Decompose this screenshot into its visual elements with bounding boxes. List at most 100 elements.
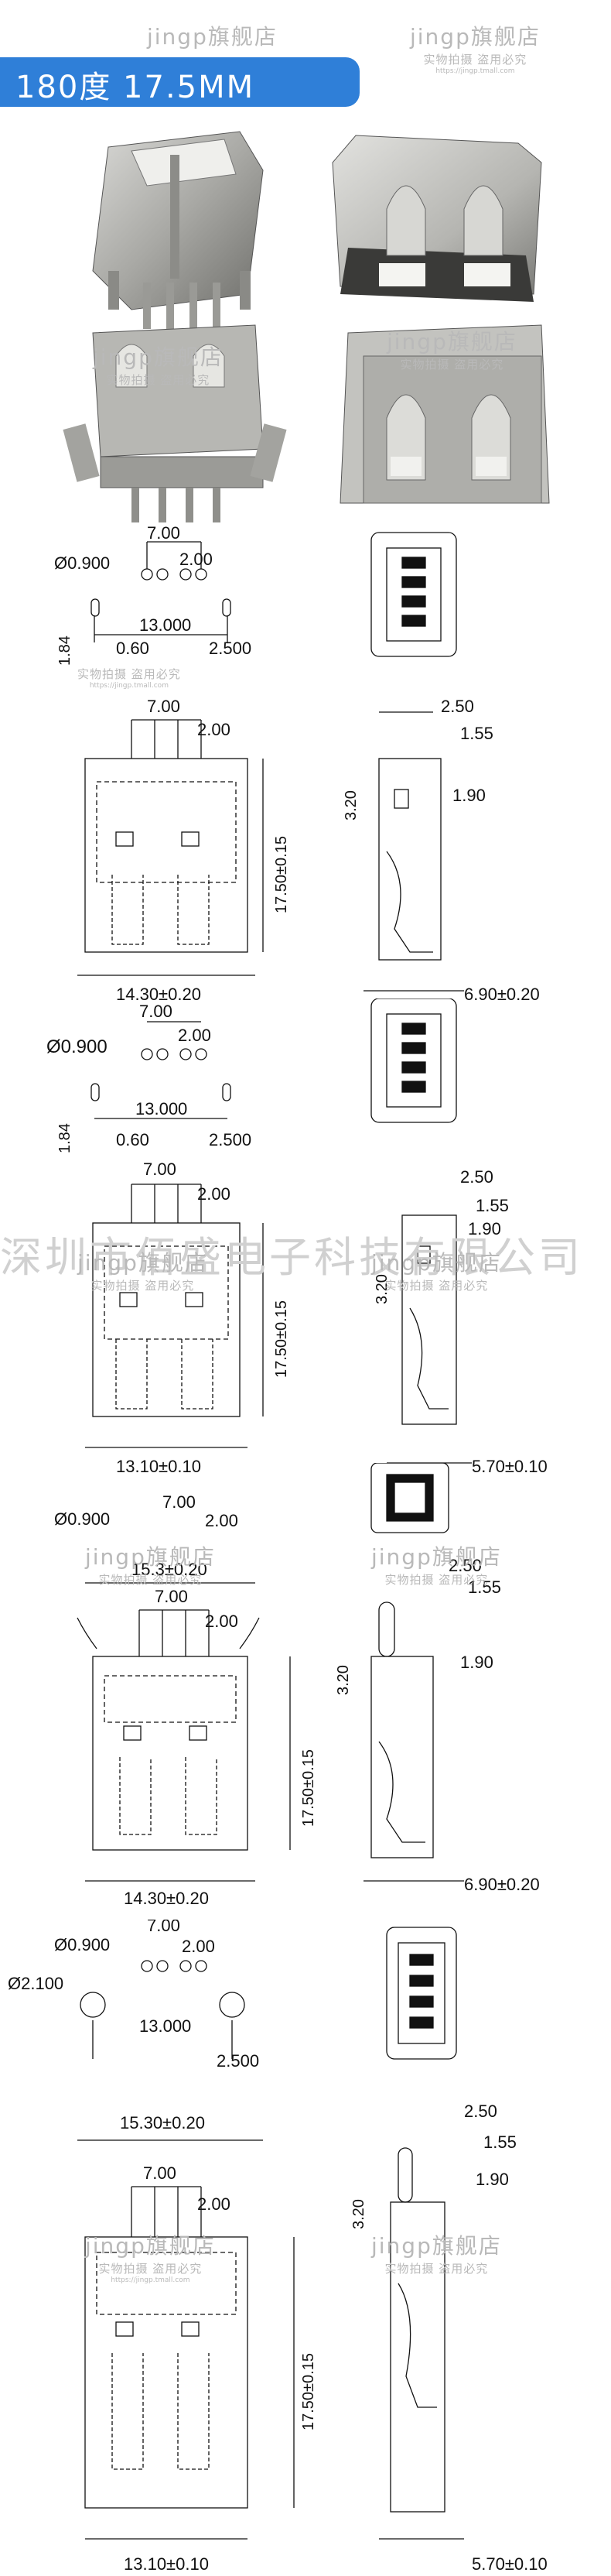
watermark-slogan-text: 实物拍摄 盗用必究 (98, 1573, 203, 1587)
dim-pitch-outer: 7.00 (147, 526, 180, 543)
watermark-brand-text: jingp旗舰店 (147, 24, 278, 50)
photo-connector-back-left (63, 324, 287, 522)
dim-front-pitch-outer: 7.00 (147, 697, 180, 716)
dim-hole-diameter: Ø0.900 (54, 1509, 110, 1529)
company-watermark: 深圳市佰盛电子科技有限公司 (0, 1233, 583, 1282)
dim-span: 13.000 (135, 1099, 187, 1118)
dim-side-d4: 3.20 (343, 790, 360, 820)
dim-front-width: 13.10±0.10 (124, 2554, 209, 2574)
watermark-drawing-4: jingp旗舰店 实物拍摄 盗用必究 https://jingp.tmall.c… (85, 2229, 216, 2284)
dim-side-d3: 1.90 (476, 2170, 509, 2189)
watermark-brand-right: jingp旗舰店 实物拍摄 盗用必究 https://jingp.tmall.c… (410, 20, 541, 75)
dim-side-d1: 2.50 (449, 1556, 482, 1575)
title-text: 180度 17.5MM (15, 70, 255, 105)
dim-front-pitch-inner: 2.00 (197, 720, 230, 739)
dim-front-top-width: 15.3±0.20 (131, 1560, 207, 1579)
dim-front-height: 17.50±0.15 (273, 836, 290, 913)
photo-connector-front-left (92, 131, 264, 329)
dim-side-d2: 1.55 (476, 1196, 509, 1215)
side-view-3: 2.50 1.55 1.90 3.20 6.90±0.20 (335, 1556, 540, 1894)
photo-connector-front-right (332, 135, 542, 302)
drawing-set-1: Ø0.900 7.00 2.00 13.000 0.60 2.500 1.84 … (54, 526, 540, 1004)
dim-side-d2: 1.55 (460, 724, 493, 743)
dim-post-diameter: Ø2.100 (8, 1974, 63, 1993)
dim-post-span: 2.500 (209, 1130, 251, 1149)
dim-front-width: 14.30±0.20 (124, 1889, 209, 1908)
dim-side-d1: 2.50 (460, 1167, 493, 1187)
dim-pitch-inner: 2.00 (179, 550, 213, 569)
watermark-brand-text: jingp旗舰店 (410, 24, 541, 50)
dim-side-d1: 2.50 (464, 2102, 497, 2121)
watermark-drawing-2-right: jingp旗舰店 实物拍摄 盗用必究 (371, 1246, 502, 1293)
watermark-url-text: https://jingp.tmall.com (111, 2276, 190, 2284)
watermark-brand-text: jingp旗舰店 (371, 1544, 502, 1570)
watermark-drawing-2: jingp旗舰店 实物拍摄 盗用必究 (77, 1246, 208, 1293)
watermark-slogan-text: 实物拍摄 盗用必究 (90, 1279, 195, 1293)
dim-side-width: 6.90±0.20 (464, 1875, 540, 1894)
side-view-1: 2.50 1.55 1.90 3.20 6.90±0.20 (343, 697, 540, 1004)
watermark-slogan-text: 实物拍摄 盗用必究 (106, 373, 210, 387)
dim-front-pitch-outer: 7.00 (143, 2163, 176, 2183)
photo-connector-back-right (340, 324, 550, 504)
watermark-brand-text: jingp旗舰店 (85, 2233, 216, 2259)
watermark-drawing-3-right: jingp旗舰店 实物拍摄 盗用必究 (371, 1540, 502, 1588)
dim-post-span: 2.500 (217, 2051, 259, 2071)
side-view-2: 2.50 1.55 1.90 3.20 5.70±0.10 (374, 1167, 548, 1476)
pad-layout-1: Ø0.900 7.00 2.00 13.000 0.60 2.500 1.84 (54, 526, 251, 666)
front-view-1: 7.00 2.00 17.50±0.15 14.30±0.20 (77, 697, 290, 1004)
dim-front-pitch-inner: 2.00 (197, 2194, 230, 2214)
watermark-brand-left: jingp旗舰店 (147, 20, 278, 51)
watermark-brand-text: jingp旗舰店 (77, 1250, 208, 1276)
dim-offset: 0.60 (116, 639, 149, 658)
watermark-drawing-4-right: jingp旗舰店 实物拍摄 盗用必究 (371, 2229, 502, 2276)
dim-hole-diameter: Ø0.900 (54, 1935, 110, 1954)
dim-front-width: 13.10±0.10 (116, 1457, 201, 1476)
dim-hole-diameter: Ø0.900 (46, 1036, 108, 1057)
watermark-slogan-text: 实物拍摄 盗用必究 (423, 53, 527, 67)
end-view-1 (370, 532, 457, 657)
dim-row: 1.84 (56, 635, 73, 666)
pad-layout-2: Ø0.900 7.00 2.00 13.000 0.60 2.500 1.84 (46, 1002, 251, 1153)
drawing-set-3: Ø0.900 7.00 2.00 15.3±0.20 7.00 2.00 17.… (54, 1463, 540, 1908)
dim-side-d4: 3.20 (350, 2199, 367, 2229)
watermark-drawing-1: 实物拍摄 盗用必究 https://jingp.tmall.com (77, 666, 181, 690)
dim-pitch-outer: 7.00 (162, 1492, 196, 1512)
dim-front-pitch-outer: 7.00 (155, 1587, 188, 1606)
dim-post-span: 2.500 (209, 639, 251, 658)
side-view-4: 2.50 1.55 1.90 3.20 5.70±0.10 (350, 2102, 548, 2574)
watermark-slogan-text: 实物拍摄 盗用必究 (98, 2262, 203, 2276)
dim-side-d4: 3.20 (374, 1274, 391, 1304)
dim-front-pitch-inner: 2.00 (205, 1612, 238, 1631)
dim-front-pitch-inner: 2.00 (197, 1184, 230, 1204)
watermark-brand-text: jingp旗舰店 (93, 344, 224, 370)
dim-front-top-width: 15.30±0.20 (120, 2113, 205, 2132)
dim-row: 1.84 (56, 1123, 73, 1153)
watermark-slogan-text: 实物拍摄 盗用必究 (384, 1573, 489, 1587)
dim-pitch-inner: 2.00 (178, 1026, 211, 1045)
dim-pitch-outer: 7.00 (147, 1920, 180, 1935)
watermark-url-text: https://jingp.tmall.com (89, 682, 169, 690)
dim-side-d3: 1.90 (460, 1653, 493, 1672)
dim-front-height: 17.50±0.15 (300, 1749, 317, 1827)
dim-side-width: 6.90±0.20 (464, 985, 540, 1004)
watermark-slogan-text: 实物拍摄 盗用必究 (400, 358, 504, 372)
dim-pitch-inner: 2.00 (182, 1937, 215, 1956)
dim-front-height: 17.50±0.15 (300, 2353, 317, 2430)
dim-pitch-outer: 7.00 (139, 1002, 172, 1021)
watermark-drawing-3: jingp旗舰店 实物拍摄 盗用必究 (85, 1540, 216, 1588)
watermark-url-text: https://jingp.tmall.com (435, 67, 515, 75)
pad-layout-4: Ø0.900 7.00 2.00 Ø2.100 13.000 2.500 (8, 1920, 259, 2071)
dim-side-width: 5.70±0.10 (472, 2554, 548, 2574)
end-view-3 (370, 1463, 449, 1533)
dim-pitch-inner: 2.00 (205, 1511, 238, 1530)
watermark-brand-text: jingp旗舰店 (371, 2233, 502, 2259)
dim-side-d3: 1.90 (452, 786, 486, 805)
watermark-slogan-text: 实物拍摄 盗用必究 (77, 667, 181, 681)
title-banner: 180度 17.5MM (0, 57, 360, 107)
dim-side-d4: 3.20 (335, 1665, 352, 1695)
dim-side-width: 5.70±0.10 (472, 1457, 548, 1476)
watermark-brand-text: jingp旗舰店 (387, 329, 517, 355)
drawing-set-4: Ø0.900 7.00 2.00 Ø2.100 13.000 2.500 15.… (8, 1920, 548, 2574)
watermark-slogan-text: 实物拍摄 盗用必究 (384, 2262, 489, 2276)
dim-front-width: 14.30±0.20 (116, 985, 201, 1004)
